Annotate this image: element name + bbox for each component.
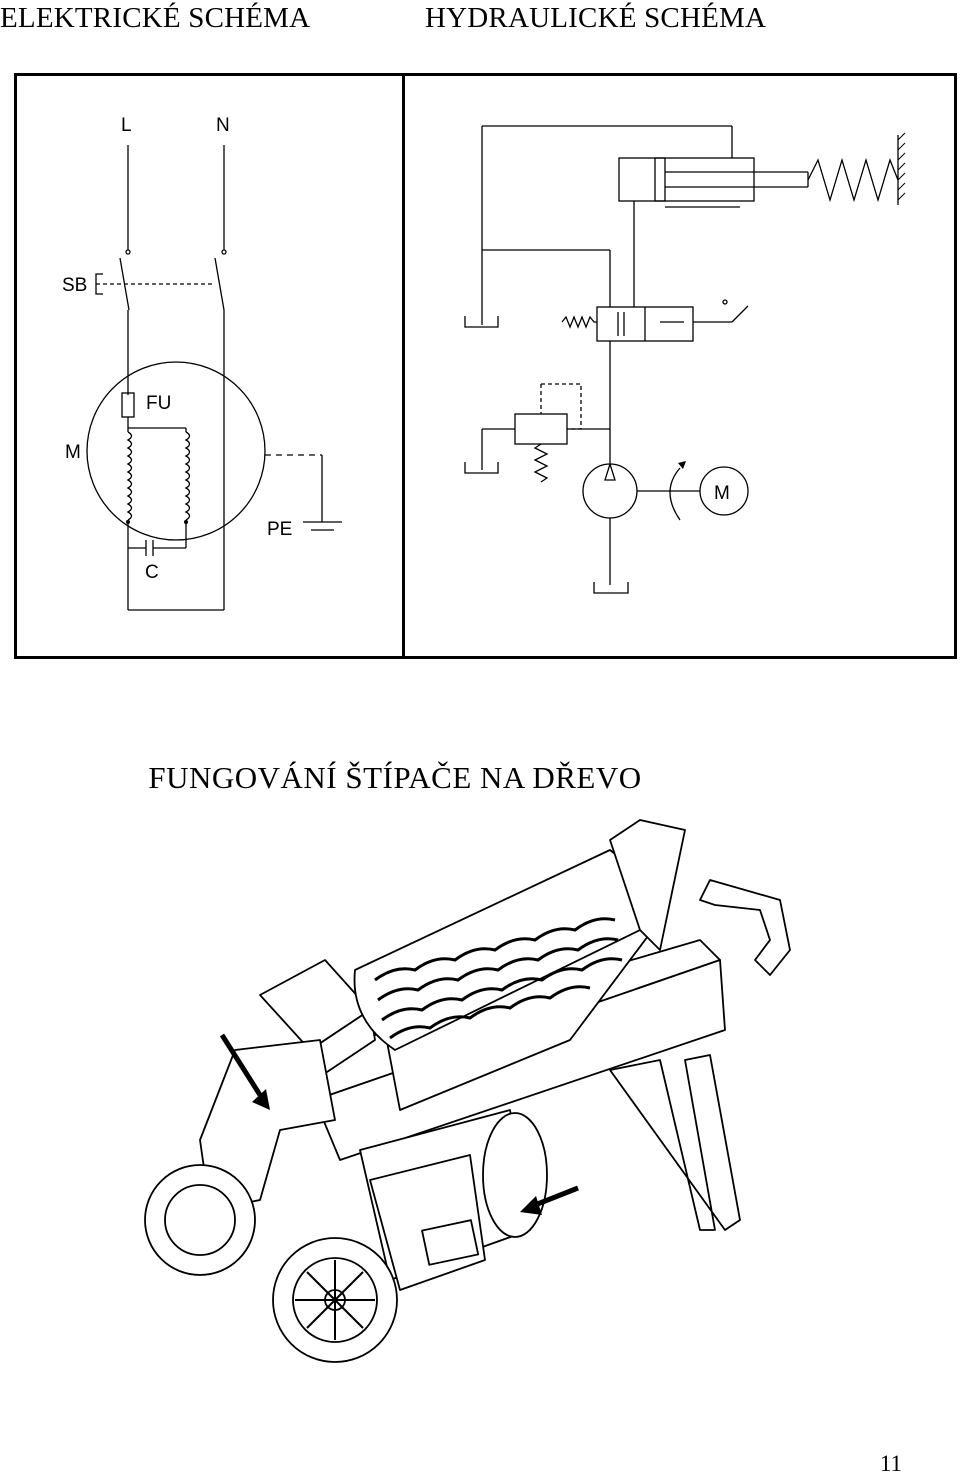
hydraulic-schematic: M xyxy=(464,125,906,594)
hydraulic-motor-label: M xyxy=(714,483,730,504)
wheel-spokes xyxy=(295,1260,375,1340)
log-grain xyxy=(374,917,623,1040)
capacitor-label: C xyxy=(145,562,159,583)
pointer-arrow-motor xyxy=(520,1185,579,1215)
line-label: L xyxy=(121,115,132,136)
switch-label: SB xyxy=(62,275,87,296)
front-frame xyxy=(199,1039,336,1211)
electrical-schematic: L N SB FU M PE C xyxy=(62,115,342,611)
fuse-label: FU xyxy=(146,393,171,414)
electrical-schematic-title: ELEKTRICKÉ SCHÉMA xyxy=(0,2,311,34)
schematic-frame xyxy=(14,73,957,659)
neutral-label: N xyxy=(216,115,230,136)
rear-leg xyxy=(609,1054,741,1231)
splitting-wedge xyxy=(609,819,686,951)
page-number: 11 xyxy=(879,1451,902,1476)
log-splitter-illustration xyxy=(144,819,791,1363)
earth-label: PE xyxy=(267,519,292,540)
motor-endcap xyxy=(482,1112,548,1238)
schematic-divider xyxy=(402,73,405,659)
handle xyxy=(699,879,791,976)
section-title: FUNGOVÁNÍ ŠTÍPAČE NA DŘEVO xyxy=(148,760,642,795)
motor-label: M xyxy=(65,442,81,463)
pointer-arrow-valve xyxy=(219,1033,270,1110)
hydraulic-schematic-title: HYDRAULICKÉ SCHÉMA xyxy=(425,2,767,34)
